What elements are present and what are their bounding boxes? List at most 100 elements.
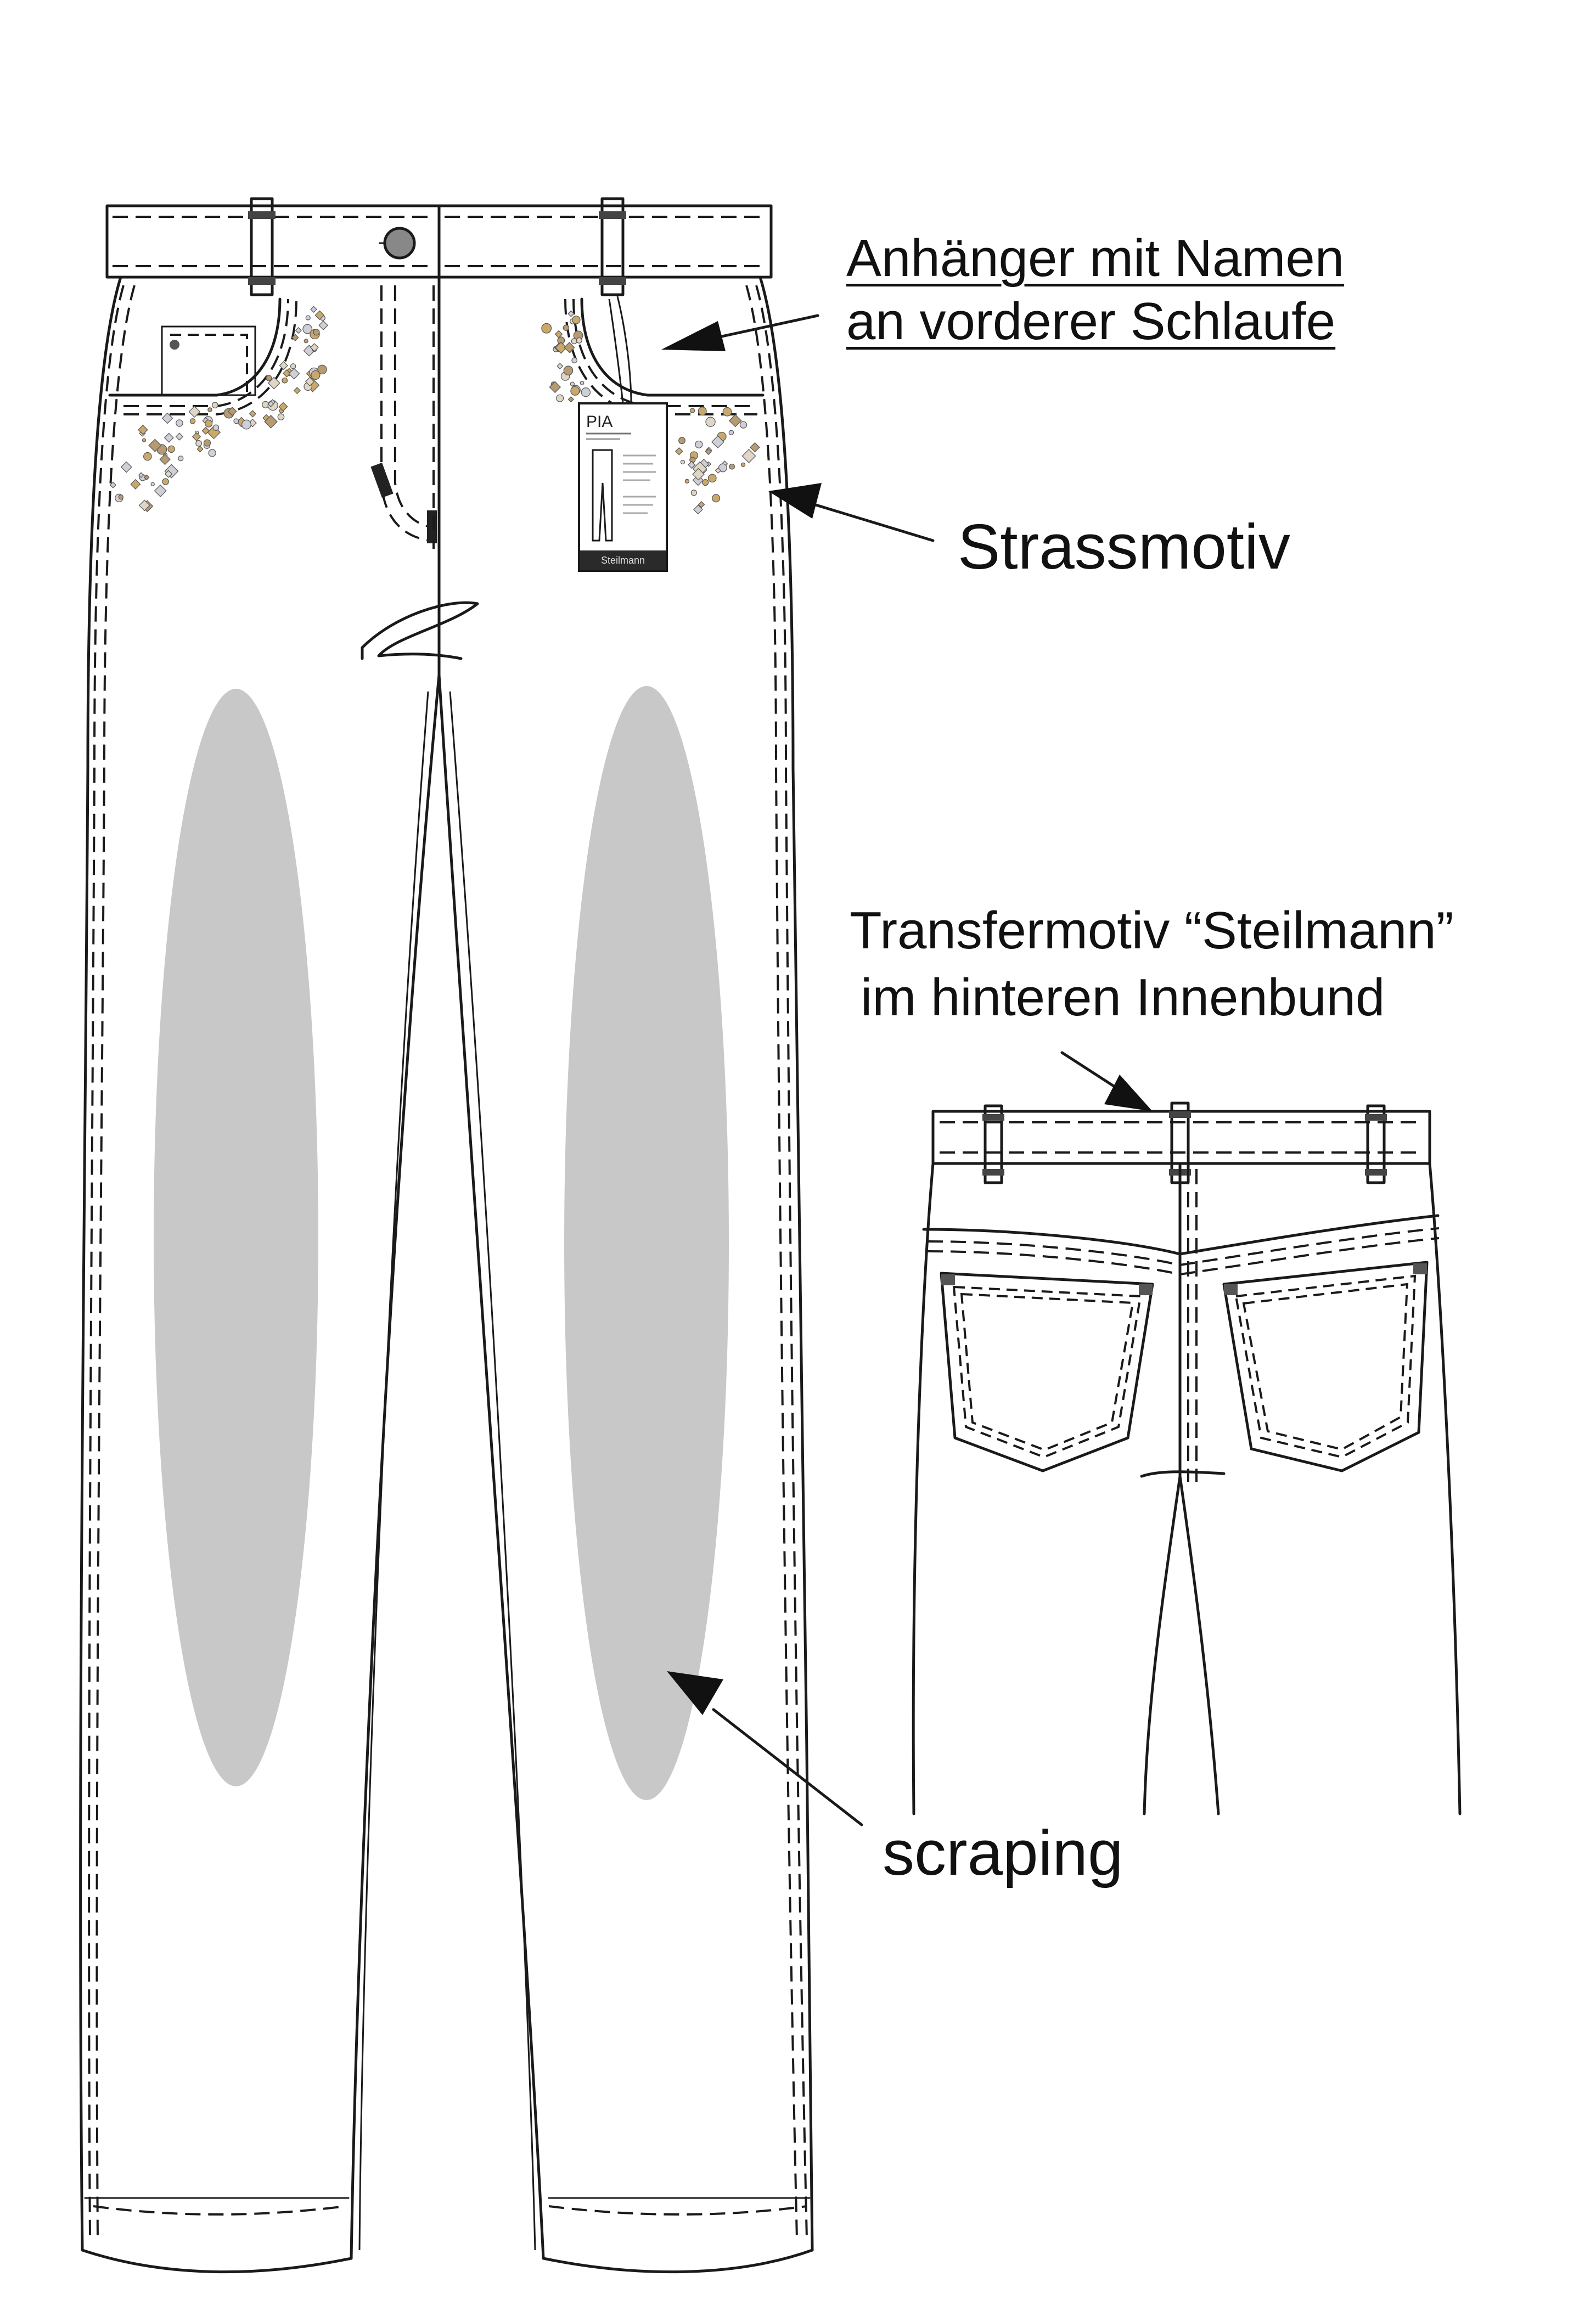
rhinestone xyxy=(290,363,296,369)
belt-loop xyxy=(599,197,626,296)
arrow-icon xyxy=(768,483,935,542)
rhinestone xyxy=(138,424,148,435)
rhinestone xyxy=(698,407,707,416)
rhinestone xyxy=(689,408,695,413)
rhinestone xyxy=(143,474,150,481)
rhinestone xyxy=(556,394,564,402)
rhinestone xyxy=(118,494,123,500)
rhinestone xyxy=(310,343,319,352)
rhinestone xyxy=(164,470,173,478)
rhinestone xyxy=(563,324,570,331)
rhinestone xyxy=(702,479,709,486)
rhinestone xyxy=(680,459,685,465)
rhinestone xyxy=(175,432,184,441)
rhinestone xyxy=(571,357,578,363)
rhinestone xyxy=(311,370,321,380)
arrow-icon xyxy=(661,314,819,351)
rhinestone xyxy=(176,419,183,427)
rhinestone xyxy=(580,380,585,385)
back-pocket-left xyxy=(940,1272,1154,1472)
label-hang-tag-line1: Anhänger mit Namen xyxy=(846,229,1345,288)
rhinestone xyxy=(277,413,285,420)
rhinestone xyxy=(192,432,201,441)
rhinestone xyxy=(570,381,575,386)
rhinestone xyxy=(570,386,580,396)
label-hang-tag-line2: an vorderer Schlaufe xyxy=(846,292,1336,351)
front-fly xyxy=(361,285,479,660)
rhinestone xyxy=(313,329,320,336)
rhinestone xyxy=(266,375,272,381)
rhinestone xyxy=(549,381,561,393)
arrow-icon xyxy=(1060,1051,1153,1111)
rhinestone xyxy=(164,432,174,443)
rhinestone xyxy=(581,387,591,397)
rhinestone xyxy=(718,463,727,473)
rhinestone xyxy=(310,306,317,313)
rhinestone xyxy=(305,376,315,386)
rhinestone xyxy=(722,407,732,417)
rhinestone xyxy=(695,440,703,448)
front-view: PIA Steilmann xyxy=(79,197,814,2274)
rhinestone xyxy=(741,448,756,463)
rhinestone xyxy=(293,387,301,395)
rhinestone xyxy=(304,339,308,344)
rhinestone xyxy=(227,407,237,416)
rhinestone xyxy=(318,321,328,330)
rhinestone xyxy=(678,437,685,445)
rhinestone xyxy=(705,417,716,427)
rhinestone xyxy=(728,430,734,435)
rhinestone xyxy=(233,418,239,424)
rhinestone xyxy=(715,467,722,474)
rhinestone xyxy=(241,419,251,430)
hang-tag-name: PIA xyxy=(586,413,612,431)
rhinestone xyxy=(162,478,169,485)
rhinestone xyxy=(711,435,724,449)
rhinestone xyxy=(178,456,184,462)
belt-loop xyxy=(248,197,276,296)
rhinestone xyxy=(571,338,577,345)
rhinestone xyxy=(161,412,173,424)
hang-tag: PIA Steilmann xyxy=(578,296,668,572)
rhinestone xyxy=(205,419,213,428)
rhinestone xyxy=(688,460,696,469)
hang-tag-brand: Steilmann xyxy=(601,555,645,566)
rhinestone xyxy=(188,406,201,418)
label-rhinestone-motif: Strassmotiv xyxy=(958,511,1290,582)
label-transfer-motif-line2: im hinteren Innenbund xyxy=(861,968,1385,1027)
rhinestone xyxy=(207,407,212,412)
rhinestone xyxy=(564,341,575,353)
rhinestone xyxy=(159,454,171,465)
rhinestone xyxy=(705,448,712,456)
rhinestone xyxy=(567,310,575,317)
rhinestone xyxy=(302,324,313,334)
back-view xyxy=(912,1101,1462,1815)
rhinestone xyxy=(138,499,150,511)
rhinestone xyxy=(305,315,311,321)
rhinestone xyxy=(189,418,196,424)
rhinestone xyxy=(282,377,288,384)
back-pocket-right xyxy=(1222,1261,1429,1472)
front-waistband xyxy=(105,197,773,296)
rhinestone xyxy=(728,414,742,428)
rhinestone-motif-right xyxy=(541,310,760,515)
rhinestone xyxy=(712,494,721,503)
rhinestone xyxy=(167,445,175,453)
rhinestone xyxy=(264,415,278,429)
rhinestone xyxy=(739,421,748,429)
rhinestone xyxy=(554,330,563,339)
rhinestone xyxy=(557,363,564,370)
rhinestone xyxy=(741,462,746,467)
rhinestone xyxy=(196,446,204,453)
rhinestone xyxy=(750,442,760,453)
rhinestone xyxy=(698,501,705,508)
rhinestone xyxy=(138,472,144,478)
belt-loop xyxy=(982,1104,1004,1184)
rhinestone xyxy=(195,440,202,447)
rhinestone xyxy=(154,484,167,497)
rhinestone xyxy=(282,369,291,378)
scraping-area-left xyxy=(154,689,318,1786)
rhinestone xyxy=(295,327,302,334)
rhinestone xyxy=(150,482,155,486)
rhinestone xyxy=(208,449,216,457)
